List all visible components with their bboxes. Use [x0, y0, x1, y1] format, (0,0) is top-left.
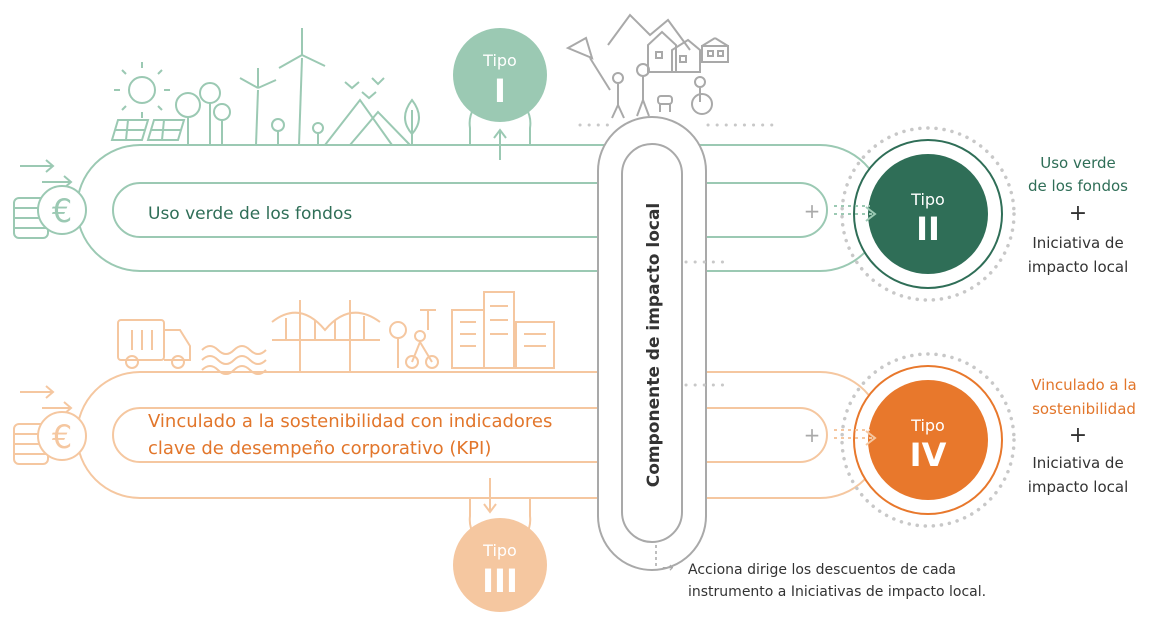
bridge-icon [271, 300, 381, 372]
orange-loop-label-line2: clave de desempeño corporativo (KPI) [148, 438, 491, 459]
tipo-i-word: Tipo [482, 51, 517, 70]
plus-sign-top: + [804, 199, 821, 223]
tipo-ii-arrow [834, 205, 877, 222]
water-waves-icon [201, 345, 267, 375]
houses-icon [607, 13, 729, 73]
result-iv-plus: + [1069, 423, 1087, 448]
wind-turbine-icon [239, 28, 326, 146]
orange-loop [76, 371, 884, 499]
svg-text:€: € [52, 192, 72, 230]
euro-coins-icon: € [13, 159, 87, 239]
tipo-iv-numeral: IV [910, 436, 947, 474]
euro-coins-icon: € [13, 385, 87, 465]
truck-icon [117, 319, 191, 369]
dotted-lines [578, 123, 782, 387]
result-iv-line4: impacto local [1028, 478, 1129, 496]
birds-icon [344, 77, 385, 100]
result-ii-line1: Uso verde [1040, 154, 1116, 172]
tipo-ii-dotted-ring [840, 126, 1016, 302]
result-ii-line3: Iniciativa de [1032, 234, 1123, 252]
tipo-iv-arrow [834, 429, 877, 446]
orange-loop-label-line1: Vinculado a la sostenibilidad con indica… [148, 411, 552, 432]
scooter-icon [389, 309, 439, 369]
tipo-iii-word: Tipo [482, 541, 517, 560]
green-loop-label: Uso verde de los fondos [148, 204, 352, 224]
result-ii-plus: + [1069, 201, 1087, 226]
buildings-icon [451, 291, 555, 369]
result-iv-line3: Iniciativa de [1032, 454, 1123, 472]
result-iv-line1: Vinculado a la [1031, 376, 1137, 394]
tipo-i-numeral: I [494, 72, 506, 110]
mountain-icon [324, 98, 411, 146]
svg-text:€: € [52, 418, 72, 456]
sun-icon [114, 62, 170, 118]
footnote-line2: instrumento a Iniciativas de impacto loc… [688, 584, 986, 600]
tipo-ii-word: Tipo [910, 190, 945, 209]
result-ii-line4: impacto local [1028, 258, 1129, 276]
impact-loop-label: Componente de impacto local [644, 203, 664, 488]
tipo-iv-circle [868, 380, 988, 500]
tipo-iii-numeral: III [482, 562, 518, 600]
tipo-ii-circle [868, 154, 988, 274]
footnote-arrow-icon: → [662, 560, 674, 576]
tree-icon [175, 82, 231, 145]
footnote-line1: Acciona dirige los descuentos de cada [688, 562, 956, 578]
tipo-ii-numeral: II [916, 210, 940, 248]
result-iv-line2: sostenibilidad [1032, 400, 1136, 418]
tipo-i-circle [453, 28, 547, 122]
impact-loop [597, 116, 707, 571]
tipo-iv-word: Tipo [910, 416, 945, 435]
solar-panel-icon [110, 119, 186, 141]
result-ii-line2: de los fondos [1028, 177, 1128, 195]
tipo-iii-circle [453, 518, 547, 612]
people-icon [565, 36, 713, 119]
tree-icon [404, 98, 420, 145]
tipo-iv-dotted-ring [840, 352, 1016, 528]
plus-sign-bottom: + [804, 423, 821, 447]
